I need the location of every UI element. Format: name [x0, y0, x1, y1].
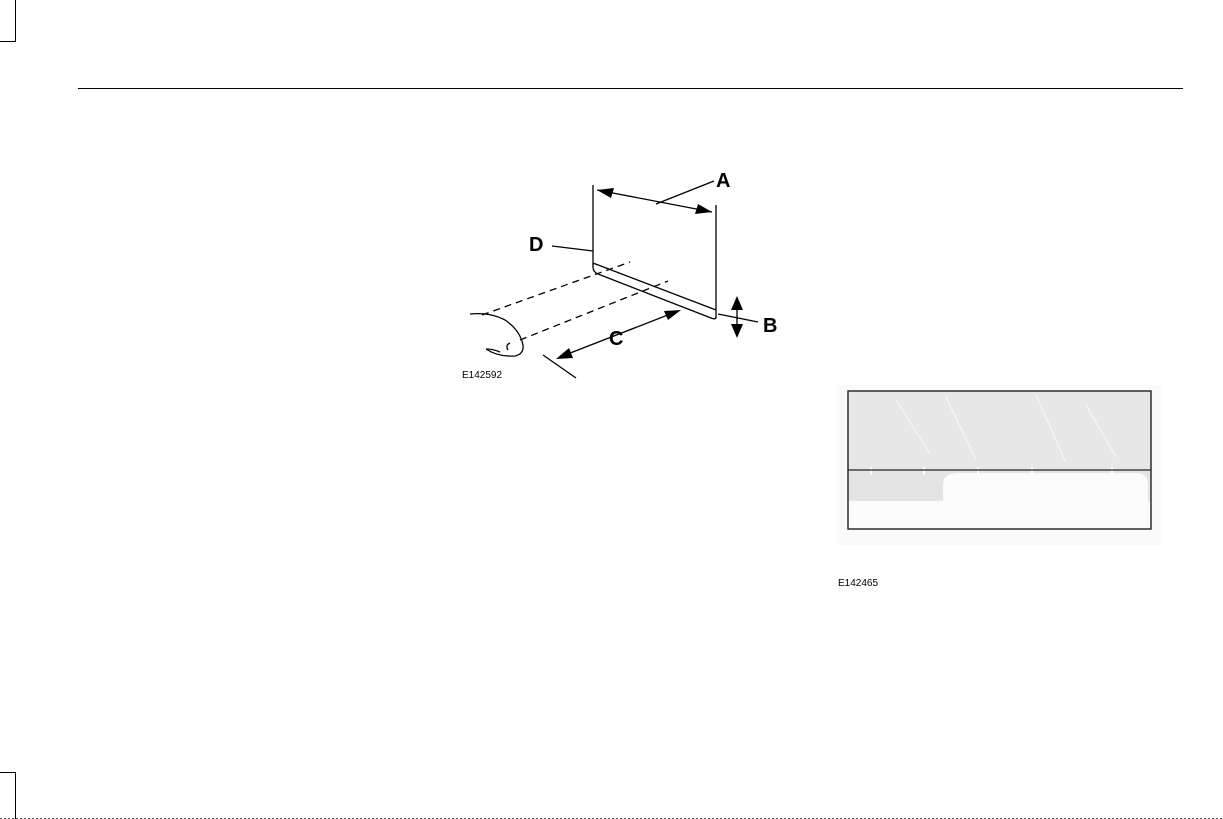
dimension-a	[597, 190, 712, 212]
sensor-zone-illustration: A D B C	[440, 160, 800, 390]
arrowhead-a-right	[695, 204, 712, 214]
header-rule	[78, 88, 1183, 89]
bumper-sensor-illustration	[836, 385, 1161, 545]
crop-mark-bottom-left	[15, 772, 16, 819]
label-c: C	[609, 328, 623, 350]
arrowhead-b-bottom	[731, 324, 743, 338]
figure-code: E142592	[462, 370, 502, 381]
sensor-zone-diagram: A D B C	[440, 160, 800, 390]
arrowhead-c-left	[556, 348, 573, 359]
label-d: D	[529, 234, 543, 256]
arrowhead-b-top	[731, 296, 743, 310]
beam-dashed-upper	[482, 262, 630, 315]
crop-mark-top-left-horizontal	[0, 41, 16, 42]
leader-d	[552, 246, 593, 251]
figure-code: E142465	[838, 578, 878, 589]
arrowhead-c-right	[664, 310, 681, 320]
label-a: A	[716, 170, 730, 192]
fingernail	[507, 343, 510, 350]
detection-zone-edge	[593, 263, 716, 319]
beam-dashed-lower	[520, 281, 668, 340]
label-b: B	[763, 315, 777, 337]
lower-panel	[848, 501, 1151, 529]
upper-panel	[848, 391, 1151, 471]
crop-mark-top-left	[15, 0, 16, 42]
finger-outline	[470, 314, 523, 357]
bumper-sensor-diagram	[836, 385, 1161, 545]
step-pad	[943, 473, 1148, 501]
leader-b	[718, 314, 758, 322]
arrowhead-a-left	[597, 188, 614, 198]
leader-a	[656, 181, 714, 204]
crop-mark-bottom-left-horizontal	[0, 772, 16, 773]
